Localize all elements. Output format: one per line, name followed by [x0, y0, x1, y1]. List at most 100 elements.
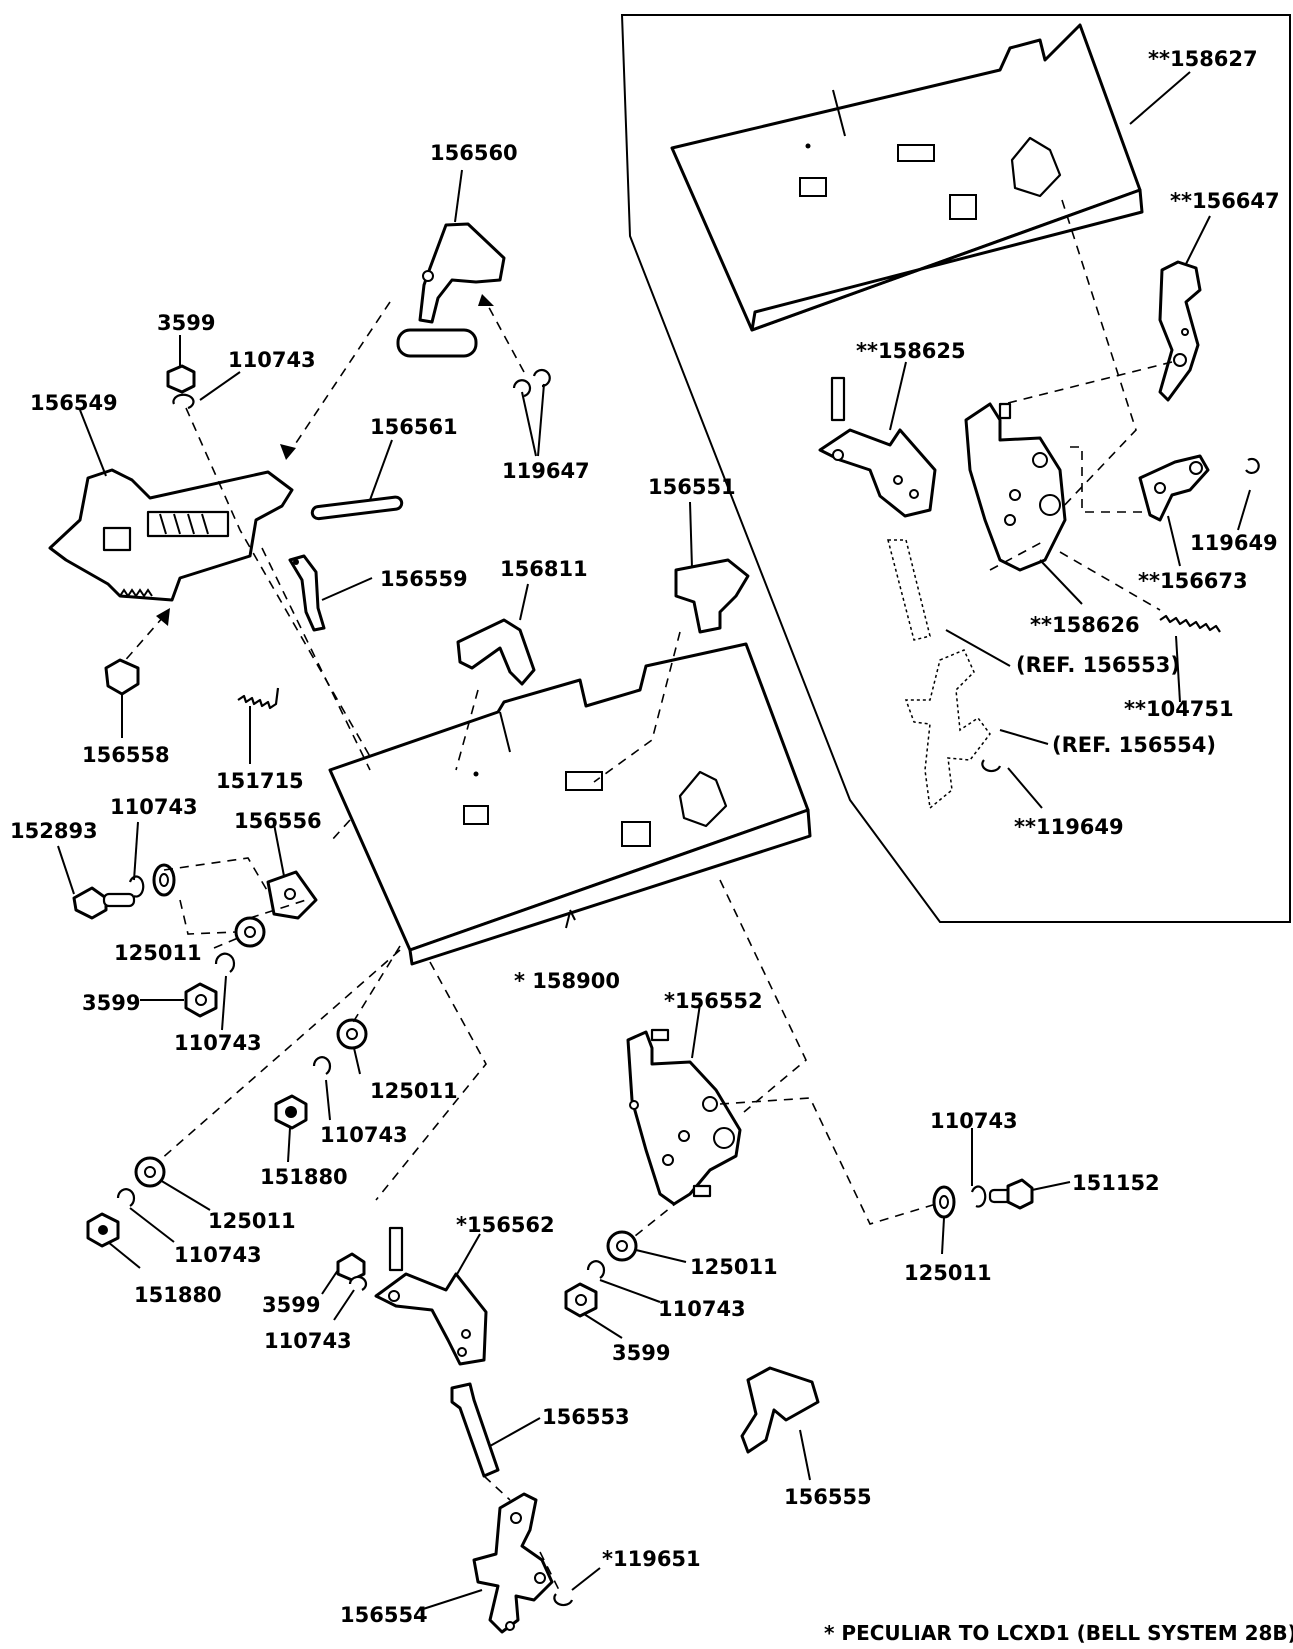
- clips-119647: [512, 368, 551, 398]
- label-125011-mid: 125011: [370, 1079, 458, 1103]
- bracket-158625: [818, 376, 937, 518]
- label-110743-low: 110743: [174, 1243, 262, 1267]
- clip-119651: [553, 1593, 574, 1607]
- label-119649-a: 119649: [1190, 531, 1278, 555]
- clip-119649-a: [1245, 457, 1260, 475]
- knob-156555: [740, 1366, 820, 1454]
- screw-152893: [72, 886, 136, 920]
- inset-frame: [620, 14, 1291, 923]
- label-156562: *156562: [456, 1213, 555, 1237]
- label-110743-low2: 110743: [264, 1329, 352, 1353]
- washer-110743-low: [116, 1188, 136, 1207]
- nut-151880-low: [86, 1212, 120, 1248]
- washer-125011-right: [606, 1230, 638, 1262]
- spring-104751: [1159, 614, 1221, 633]
- part-156673: [1138, 454, 1210, 522]
- plate-158900: [328, 642, 812, 966]
- label-156554: 156554: [340, 1603, 428, 1627]
- label-104751: **104751: [1124, 697, 1234, 721]
- pin-156561: [310, 495, 404, 521]
- clip-119649-b: [981, 759, 1002, 773]
- label-119651: *119651: [602, 1547, 701, 1571]
- washer-110743-left2: [214, 952, 236, 973]
- label-152893: 152893: [10, 819, 98, 843]
- label-158626: **158626: [1030, 613, 1140, 637]
- washer-110743-left: [128, 875, 145, 898]
- washer-110743-right: [586, 1260, 606, 1279]
- part-156811: [456, 618, 536, 686]
- label-110743-far: 110743: [930, 1109, 1018, 1133]
- label-110743-left2: 110743: [174, 1031, 262, 1055]
- label-156558: 156558: [82, 743, 170, 767]
- washer-110743-mid: [312, 1056, 332, 1075]
- label-110743-mid: 110743: [320, 1123, 408, 1147]
- bracket-156562: [374, 1226, 488, 1366]
- part-156556: [266, 870, 318, 920]
- label-3599-low: 3599: [262, 1293, 320, 1317]
- label-156551: 156551: [648, 475, 736, 499]
- label-158627: **158627: [1148, 47, 1258, 71]
- label-3599-top: 3599: [157, 311, 215, 335]
- label-156549: 156549: [30, 391, 118, 415]
- washer-125011-far: [932, 1185, 956, 1219]
- ref-156553-shaft: [887, 539, 931, 641]
- part-156551: [674, 558, 750, 634]
- label-119649-b: **119649: [1014, 815, 1124, 839]
- label-110743-right: 110743: [658, 1297, 746, 1321]
- nut-156558: [104, 658, 140, 696]
- label-ref156553: (REF. 156553): [1016, 653, 1180, 677]
- label-156647: **156647: [1170, 189, 1280, 213]
- part-156560: [396, 222, 506, 358]
- label-156561: 156561: [370, 415, 458, 439]
- label-156556: 156556: [234, 809, 322, 833]
- washer-125011-low: [134, 1156, 166, 1188]
- nut-3599-low: [336, 1252, 366, 1282]
- washer-110743-top: [172, 393, 195, 410]
- washer-125011-left: [152, 863, 176, 897]
- label-125011-left: 125011: [114, 941, 202, 965]
- label-ref156554: (REF. 156554): [1052, 733, 1216, 757]
- washer-110743-low2: [348, 1275, 368, 1291]
- nut-3599-top: [166, 364, 196, 394]
- label-156553: 156553: [542, 1405, 630, 1429]
- plate-158627: [670, 23, 1144, 332]
- label-156559: 156559: [380, 567, 468, 591]
- footnote: * PECULIAR TO LCXD1 (BELL SYSTEM 28B): [824, 1621, 1293, 1645]
- label-156555: 156555: [784, 1485, 872, 1509]
- nut-151880-mid: [274, 1094, 308, 1130]
- washer-125011-left2: [234, 916, 266, 948]
- bracket-158626: [964, 402, 1067, 572]
- lever-156554: [472, 1492, 554, 1634]
- label-110743-left: 110743: [110, 795, 198, 819]
- screw-156559: [288, 554, 326, 632]
- label-3599-right: 3599: [612, 1341, 670, 1365]
- label-158900: * 158900: [514, 969, 620, 993]
- label-125011-right: 125011: [690, 1255, 778, 1279]
- label-119647: 119647: [502, 459, 590, 483]
- label-156811: 156811: [500, 557, 588, 581]
- part-156549: [48, 468, 294, 602]
- spring-151715: [237, 687, 280, 710]
- washer-125011-mid: [336, 1018, 368, 1050]
- lever-156647: [1158, 260, 1202, 402]
- label-125011-low: 125011: [208, 1209, 296, 1233]
- label-151880-mid: 151880: [260, 1165, 348, 1189]
- label-151715: 151715: [216, 769, 304, 793]
- nut-3599-right: [564, 1282, 598, 1318]
- label-3599-left: 3599: [82, 991, 140, 1015]
- label-156552: *156552: [664, 989, 763, 1013]
- shaft-156553: [450, 1382, 500, 1478]
- label-125011-far: 125011: [904, 1261, 992, 1285]
- label-151152: 151152: [1072, 1171, 1160, 1195]
- nut-3599-left: [184, 982, 218, 1018]
- label-110743-top: 110743: [228, 348, 316, 372]
- label-156673: **156673: [1138, 569, 1248, 593]
- washer-110743-far: [970, 1185, 987, 1208]
- label-156560: 156560: [430, 141, 518, 165]
- ref-156554-lever: [904, 649, 991, 810]
- bracket-156552: [626, 1028, 742, 1206]
- screw-151152: [988, 1178, 1034, 1210]
- label-158625: **158625: [856, 339, 966, 363]
